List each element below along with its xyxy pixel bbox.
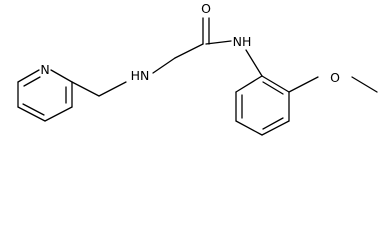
benzene-ring (235, 75, 290, 136)
bond (351, 76, 378, 93)
bond (17, 106, 46, 122)
bond (98, 81, 127, 97)
amine-nitrogen-label: HN (131, 68, 150, 83)
linker-chain (71, 17, 263, 97)
structure-canvas: N HN O NH O (17, 1, 378, 136)
double-bond-inner (262, 81, 284, 95)
bond (205, 40, 232, 45)
bond (152, 57, 176, 74)
bond (235, 75, 263, 93)
ether-oxygen-label: O (330, 70, 340, 85)
bond (50, 69, 73, 83)
bond (261, 75, 290, 93)
double-bond-inner (262, 117, 284, 130)
amide-nitrogen-label: NH (233, 34, 252, 49)
bond (288, 76, 319, 93)
bond (17, 69, 40, 83)
pyridine-nitrogen-label: N (40, 62, 49, 77)
bond (245, 49, 263, 77)
bond (174, 43, 204, 59)
double-bond-inner (23, 76, 41, 87)
carbonyl-oxygen-label: O (201, 1, 211, 16)
bond (261, 120, 290, 136)
bond (71, 81, 100, 97)
methoxy-group (288, 76, 378, 93)
pyridine-ring (17, 69, 73, 122)
bond (44, 106, 73, 122)
double-bond-inner (22, 103, 45, 116)
bond (235, 120, 263, 136)
molecule-drawing: N HN O NH O (17, 1, 378, 136)
